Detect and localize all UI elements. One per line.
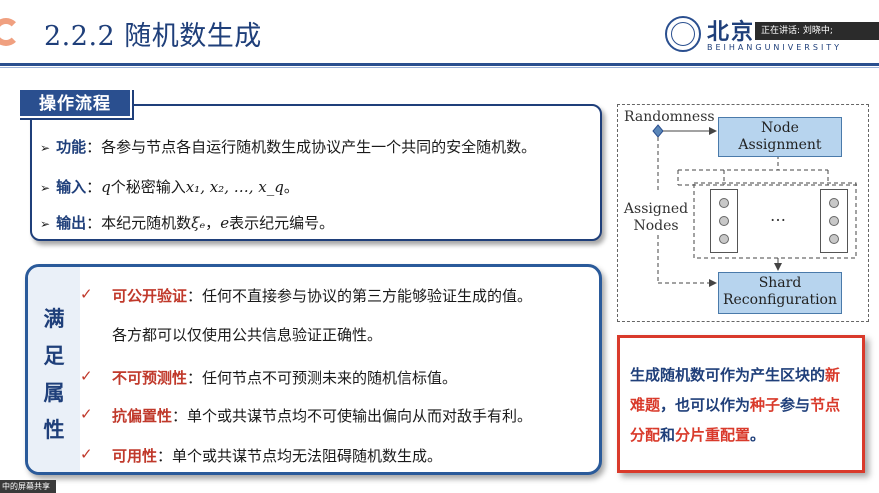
ellipsis-label: …: [770, 206, 786, 225]
property-key: 可公开验证: [112, 287, 188, 305]
screen-share-tag[interactable]: 中的屏幕共享: [0, 480, 56, 493]
input-key: 输入: [56, 178, 87, 196]
university-logo: 北京 BEIHANGUNIVERSITY: [665, 14, 879, 58]
operation-flow-label: 操作流程: [18, 88, 132, 118]
university-seal-icon: [665, 16, 701, 52]
input-text: 个秘密输入: [110, 178, 186, 196]
check-icon: ✓: [80, 445, 93, 463]
node-dot-icon: [719, 216, 729, 226]
output-end: 表示纪元编号。: [229, 214, 335, 232]
input-line: ➢ 输入 ： q 个秘密输入 x₁, x₂, …, x_q 。: [40, 176, 299, 197]
output-line: ➢ 输出 ：本纪元随机数 ξₑ ， e 表示纪元编号。: [40, 212, 334, 233]
node-dot-icon: [719, 198, 729, 208]
callout-box: 生成随机数可作为产生区块的新难题，也可以作为种子参与节点分配和分片重配置。: [617, 335, 865, 473]
output-key: 输出: [56, 214, 87, 232]
speaking-indicator: 正在讲话: 刘晓中;: [755, 22, 879, 40]
output-math-xi: ξₑ: [191, 214, 206, 232]
university-name-en: BEIHANGUNIVERSITY: [707, 43, 843, 52]
function-key: 功能: [56, 138, 87, 156]
output-comma: ，: [205, 214, 221, 232]
property-text: ：单个或共谋节点均不可使输出偏向从而对敌手有利。: [172, 407, 533, 425]
assigned-nodes-label: Assigned Nodes: [623, 201, 689, 234]
properties-box: 满 足 属 性 ✓ 可公开验证：任何不直接参与协议的第三方能够验证生成的值。 各…: [25, 264, 602, 475]
callout-text: 生成随机数可作为产生区块的新难题，也可以作为种子参与节点分配和分片重配置。: [630, 366, 841, 444]
check-icon: ✓: [80, 367, 93, 385]
bullet-arrow-icon: ➢: [40, 217, 51, 231]
properties-side-panel: 满 足 属 性: [28, 267, 80, 472]
check-icon: ✓: [80, 405, 93, 423]
node-dot-icon: [829, 198, 839, 208]
sharding-diagram: Randomness Node Assignment Assigned Node…: [617, 104, 869, 322]
header-divider-thin: [0, 67, 879, 68]
function-text: ：各参与节点各自运行随机数生成协议产生一个共同的安全随机数。: [86, 138, 537, 156]
node-column-2: [820, 189, 848, 253]
input-colon: ：: [86, 178, 102, 196]
page-title: 2.2.2 随机数生成: [44, 21, 262, 52]
shard-reconfiguration-box: Shard Reconfiguration: [718, 272, 842, 314]
node-dot-icon: [829, 216, 839, 226]
node-dot-icon: [829, 234, 839, 244]
university-name-cn: 北京: [707, 19, 756, 45]
node-dot-icon: [719, 234, 729, 244]
output-math-e: e: [220, 214, 230, 232]
property-text: ：任何节点不可预测未来的随机信标值。: [187, 369, 458, 387]
property-key: 抗偏置性: [112, 407, 173, 425]
operation-flow-box: ➢ 功能 ：各参与节点各自运行随机数生成协议产生一个共同的安全随机数。 ➢ 输入…: [30, 104, 602, 241]
diagram-connectors: [652, 124, 858, 287]
input-math-q: q: [101, 178, 111, 196]
bullet-arrow-icon: ➢: [40, 141, 51, 155]
randomness-label: Randomness: [624, 109, 715, 125]
property-key: 可用性: [112, 447, 158, 465]
header-divider: [0, 63, 879, 66]
input-math-x: x₁, x₂, …, x_q: [185, 178, 284, 196]
function-line: ➢ 功能 ：各参与节点各自运行随机数生成协议产生一个共同的安全随机数。: [40, 136, 536, 157]
node-assignment-box: Node Assignment: [718, 117, 842, 157]
output-text: ：本纪元随机数: [86, 214, 192, 232]
check-icon: ✓: [80, 285, 93, 303]
property-text: 各方都可以仅使用公共信息验证正确性。: [112, 326, 383, 344]
node-column-1: [710, 189, 738, 253]
property-text: ：单个或共谋节点均无法阻碍随机数生成。: [157, 447, 443, 465]
bullet-arrow-icon: ➢: [40, 181, 51, 195]
randomness-diamond-icon: [652, 124, 664, 138]
properties-side-label: 满 足 属 性: [43, 307, 65, 442]
property-key: 不可预测性: [112, 369, 188, 387]
input-end: 。: [283, 178, 299, 196]
brand-mark-icon: [0, 18, 20, 46]
property-text: ：任何不直接参与协议的第三方能够验证生成的值。: [187, 287, 533, 305]
